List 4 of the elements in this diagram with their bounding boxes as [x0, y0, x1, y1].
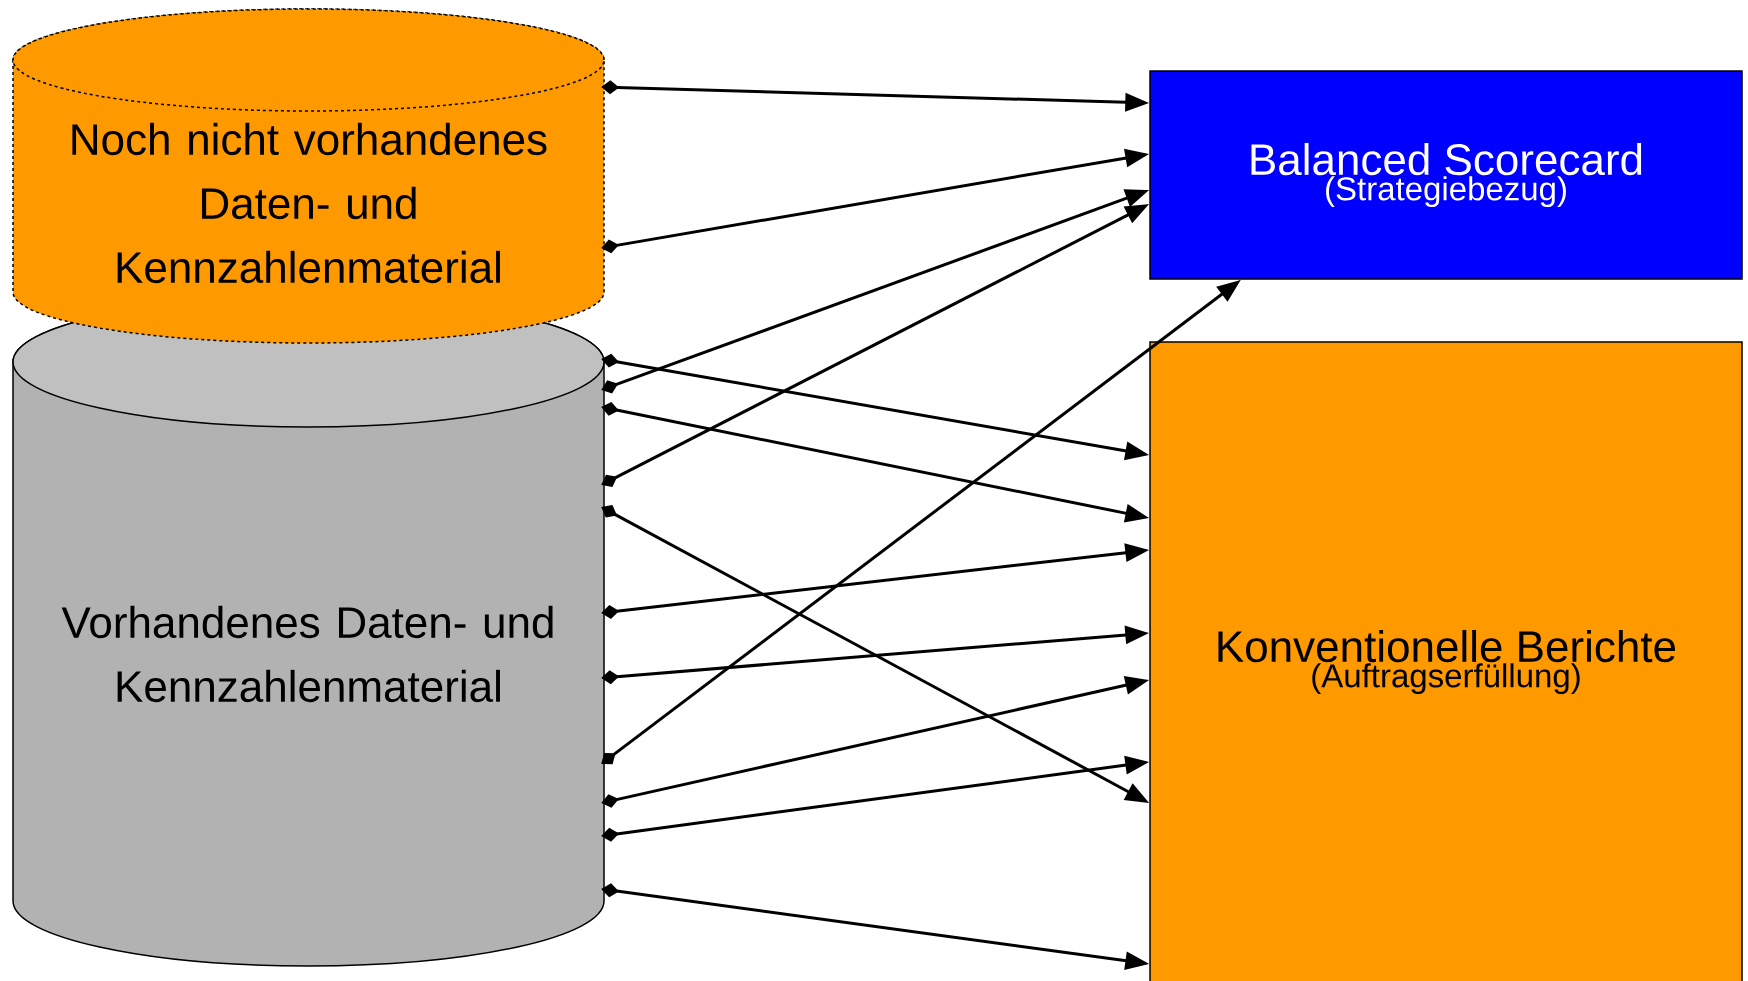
- report-box: Balanced Scorecard (Strategiebezug): [1149, 70, 1743, 280]
- database-cylinder: Noch nicht vorhandenes Daten- und Kennzahlenmaterial: [12, 8, 605, 344]
- database-cylinder: Vorhandenes Daten- und Kennzahlenmaterial: [12, 296, 605, 967]
- report-box: Konventionelle Berichte (Auftragserfüllung): [1149, 341, 1743, 981]
